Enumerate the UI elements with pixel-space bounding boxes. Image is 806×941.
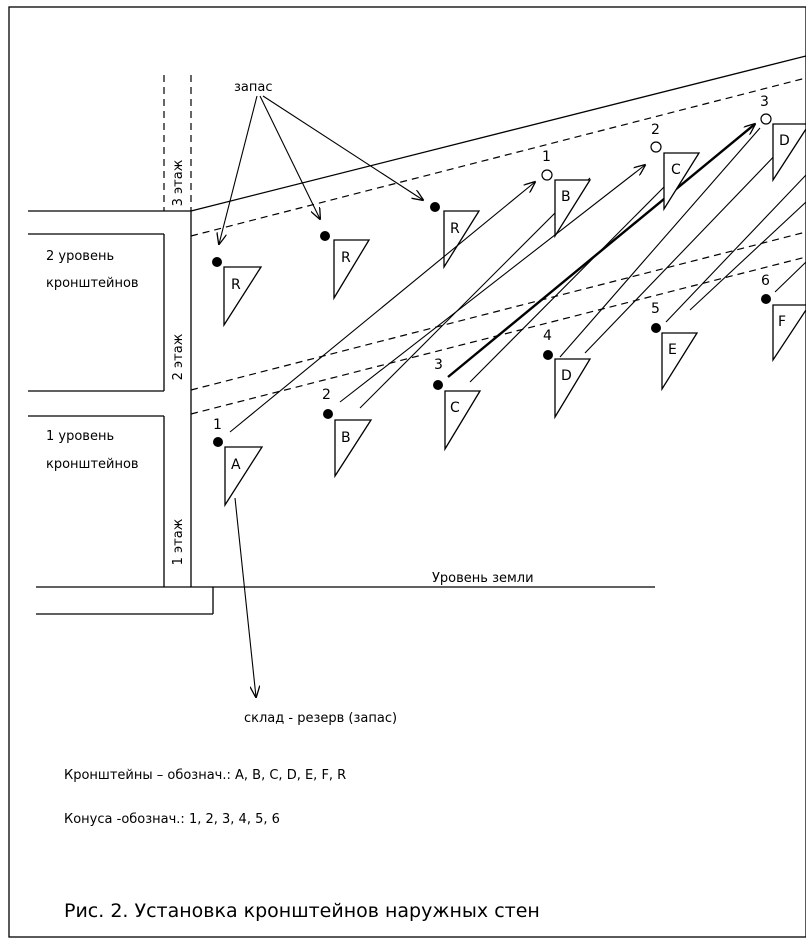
floor2-label: 2 этаж [171,333,186,380]
lower-marker-1-num: 1 [213,417,222,433]
figure-caption: Рис. 2. Установка кронштейнов наружных с… [64,900,540,922]
legend-cones: Конуса -обознач.: 1, 2, 3, 4, 5, 6 [64,812,280,827]
reserve-r2-letter: R [341,250,351,266]
level2-label-line2: кронштейнов [46,276,139,291]
lower-marker-4-num: 4 [543,328,552,344]
upper-marker-1: 1 B [541,149,592,239]
reserve-r3-letter: R [450,221,460,237]
lower-marker-3-letter: C [450,400,460,416]
lower-marker-1-letter: A [231,457,241,473]
lower-marker-3: 3 C [433,357,482,452]
building-wall [28,75,655,615]
lower-marker-6-letter: F [778,314,786,330]
lower-marker-5: 5 E [651,301,699,392]
lower-marker-2-letter: B [341,430,351,446]
level1-label-line2: кронштейнов [46,457,139,472]
level2-label-line1: 2 уровень [46,249,114,264]
lower-marker-2-num: 2 [322,387,331,403]
frame-border [8,6,806,938]
floor1-label: 1 этаж [171,518,186,565]
upper-marker-1-letter: B [561,189,571,205]
upper-marker-3: 3 D [760,94,806,183]
ground-level-label: Уровень земли [432,571,534,586]
floor3-label: 3 этаж [171,159,186,206]
lower-marker-5-letter: E [668,342,677,358]
lower-marker-4: 4 D [543,328,592,420]
upper-marker-3-letter: D [779,133,790,149]
warehouse-label: склад - резерв (запас) [244,711,397,726]
upper-marker-2-letter: C [671,162,681,178]
upper-marker-1-num: 1 [542,149,551,165]
reserve-arrows [219,95,423,244]
lower-marker-2: 2 B [322,387,373,479]
upper-marker-3-num: 3 [760,94,769,110]
reserve-bracket-r2: R [320,231,371,301]
reserve-bracket-r3: R [430,202,481,270]
lower-marker-6: 6 F [761,273,806,363]
legend-brackets: Кронштейны – обознач.: A, B, C, D, E, F,… [64,768,346,783]
lower-marker-3-num: 3 [434,357,443,373]
reserve-r1-letter: R [231,277,241,293]
lower-marker-5-num: 5 [651,301,660,317]
lower-marker-6-num: 6 [761,273,770,289]
connection-lines [229,124,806,697]
lower-marker-1: 1 A [213,417,264,508]
reserve-label: запас [234,80,273,95]
upper-marker-2-num: 2 [651,122,660,138]
upper-marker-2: 2 C [650,122,701,212]
reserve-bracket-r1: R [212,257,263,328]
level1-label-line1: 1 уровень [46,429,114,444]
lower-marker-4-letter: D [561,368,572,384]
